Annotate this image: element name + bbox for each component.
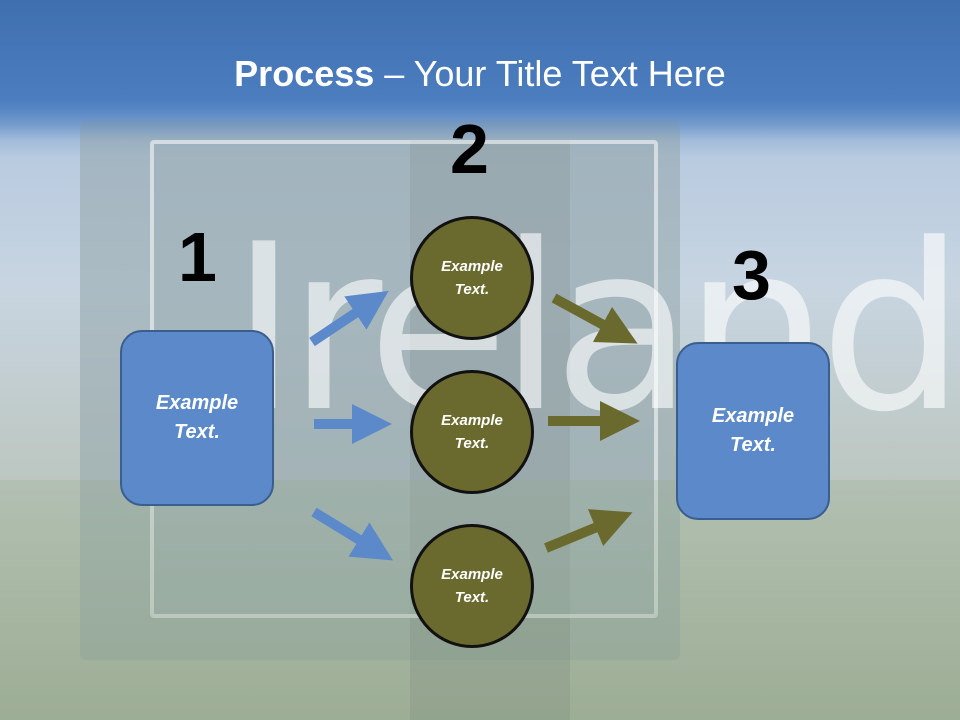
- title-rest: – Your Title Text Here: [374, 53, 726, 94]
- arrow-box1-to-circle-bottom: [311, 507, 394, 561]
- arrow-box1-to-circle-top: [309, 290, 389, 347]
- arrow-circle-top-to-box3: [551, 293, 638, 344]
- title-band: [0, 0, 960, 140]
- step-2-circle-top[interactable]: Example Text.: [410, 216, 534, 340]
- step-number-3: 3: [732, 236, 771, 314]
- slide-title[interactable]: Process – Your Title Text Here: [0, 52, 960, 96]
- step-number-1: 1: [178, 218, 217, 296]
- step-1-text: Example Text.: [155, 392, 239, 443]
- step-1-box[interactable]: Example Text.: [120, 330, 274, 506]
- circle-middle-text: Example Text.: [441, 412, 503, 452]
- circle-bottom-text: Example Text.: [441, 566, 503, 606]
- step-2-circle-bottom[interactable]: Example Text.: [410, 524, 534, 648]
- step-number-2: 2: [450, 110, 489, 188]
- title-bold: Process: [234, 53, 375, 94]
- step-3-box[interactable]: Example Text.: [676, 342, 830, 520]
- circle-top-text: Example Text.: [441, 258, 503, 298]
- step-2-circle-middle[interactable]: Example Text.: [410, 370, 534, 494]
- arrow-circle-bottom-to-box3: [544, 509, 633, 553]
- step-3-text: Example Text.: [711, 405, 795, 456]
